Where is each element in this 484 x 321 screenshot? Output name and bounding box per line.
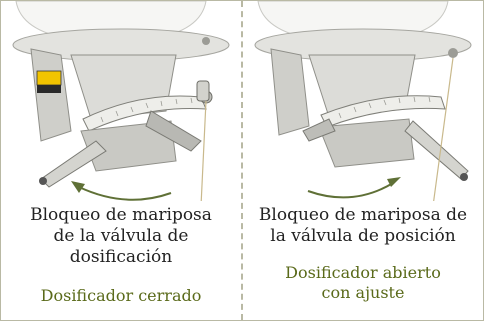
arrow-left-icon	[71, 181, 85, 193]
status-line: con ajuste	[321, 283, 405, 302]
title-line: de la válvula de	[53, 226, 189, 246]
panel-divider	[241, 1, 243, 320]
status-line: Dosificador cerrado	[40, 286, 202, 305]
title-line: la válvula de posición	[270, 226, 456, 246]
title-line: dosificación	[69, 247, 173, 267]
arrow-right-icon	[387, 177, 401, 187]
status-line: Dosificador abierto	[285, 263, 441, 282]
panel-status-closed: Dosificador cerrado	[1, 286, 241, 306]
panel-open: Bloqueo de mariposa de la válvula de pos…	[243, 1, 483, 320]
spreader-illustration-open	[254, 1, 472, 201]
panel-title-open: Bloqueo de mariposa de la válvula de pos…	[243, 205, 483, 247]
panel-status-open: Dosificador abierto con ajuste	[243, 263, 483, 303]
title-line: Bloqueo de mariposa	[30, 205, 212, 225]
title-line: Bloqueo de mariposa de	[258, 205, 468, 225]
spreader-illustration-closed	[12, 1, 230, 201]
panel-title-closed: Bloqueo de mariposa de la válvula de dos…	[1, 205, 241, 268]
panel-closed: Bloqueo de mariposa de la válvula de dos…	[1, 1, 241, 320]
